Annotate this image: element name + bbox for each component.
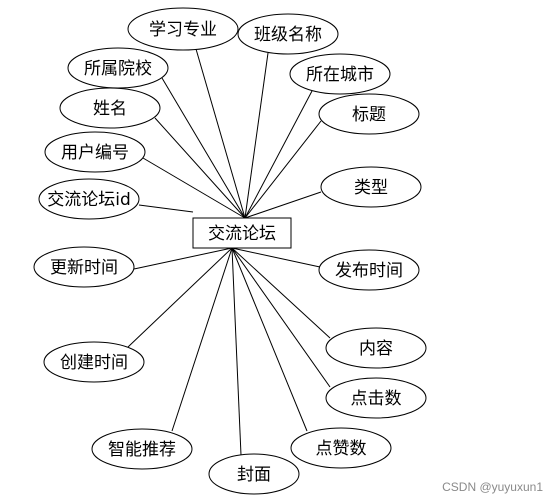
edge-smart-recommend [171,247,233,432]
attr-label: 班级名称 [254,25,322,45]
attr-label: 创建时间 [60,353,128,373]
edge-update-time [133,247,233,270]
attr-publish-time: 发布时间 [318,249,420,291]
attr-click-count: 点击数 [325,377,427,419]
attr-label: 点赞数 [316,439,367,459]
attr-like-count: 点赞数 [290,427,392,469]
attr-label: 标题 [352,105,386,125]
edge-publish-time [231,247,321,268]
edge-type [244,191,322,219]
edge-forum-id [138,204,194,213]
attr-label: 用户编号 [61,143,129,163]
edge-college [161,77,246,219]
attr-label: 姓名 [93,99,127,119]
attr-study-major: 学习专业 [127,7,239,51]
attr-create-time: 创建时间 [43,341,145,383]
attr-content: 内容 [325,327,427,369]
attr-label: 所属院校 [84,59,152,79]
attr-label: 智能推荐 [108,440,176,460]
edges [127,48,331,456]
attr-cover: 封面 [208,453,300,495]
attr-label: 点击数 [351,389,402,409]
edge-like-count [231,247,308,432]
edge-full-name [154,117,246,219]
edge-title [244,120,322,219]
watermark-text: CSDN @yuyuxun1 [442,480,543,494]
attr-update-time: 更新时间 [33,246,135,288]
edge-class-name [244,52,269,219]
attr-city: 所在城市 [289,53,391,95]
edge-city [244,90,313,219]
attr-college: 所属院校 [67,47,169,89]
attr-title: 标题 [318,93,420,135]
attr-label: 发布时间 [335,261,403,281]
entity-label: 交流论坛 [208,224,276,244]
attr-forum-id: 交流论坛id [38,178,140,220]
attr-full-name: 姓名 [59,87,161,129]
entity-box [192,217,292,249]
edge-content [231,247,331,339]
attr-label: 学习专业 [149,20,217,40]
attr-label: 类型 [354,178,388,198]
edge-user-id [142,157,246,219]
attr-user-id: 用户编号 [44,131,146,173]
attr-label: 更新时间 [50,258,118,278]
edge-create-time [127,247,233,348]
attr-label: 交流论坛id [47,190,131,210]
attr-class-name: 班级名称 [237,13,339,55]
edge-cover [231,247,242,456]
edge-study-major [195,48,246,219]
attr-type: 类型 [320,166,422,208]
attr-label: 内容 [359,339,393,359]
attr-label: 所在城市 [306,65,374,85]
attr-label: 封面 [237,465,271,485]
attr-smart-recommend: 智能推荐 [91,428,193,470]
edge-click-count [231,247,331,388]
entity-forum: 交流论坛 [192,217,292,249]
